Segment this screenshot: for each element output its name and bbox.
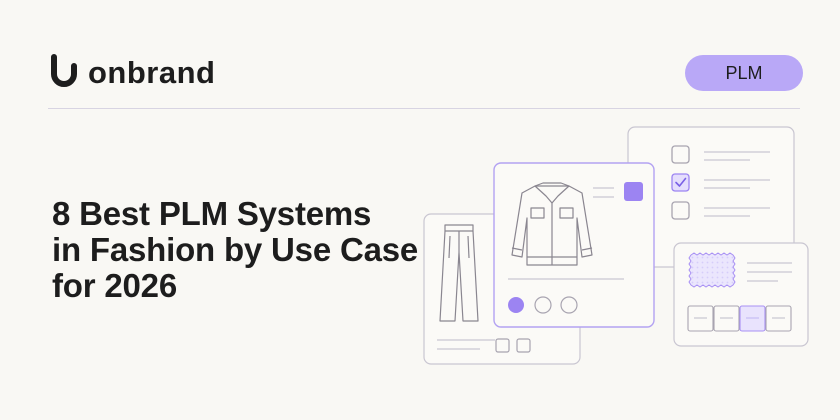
category-badge: PLM (685, 55, 803, 91)
checkbox-2 (671, 173, 690, 192)
title-line-3: for 2026 (52, 267, 177, 304)
fabric-swatch-icon (688, 252, 736, 288)
title-line-1: 8 Best PLM Systems (52, 195, 372, 232)
check-icon (675, 177, 687, 187)
checklist-card (627, 126, 795, 268)
pants-option-1 (495, 338, 510, 353)
onbrand-logo-icon (51, 54, 77, 87)
jacket-card (493, 162, 655, 328)
pants-icon (439, 224, 479, 322)
brand-name: onbrand (88, 54, 216, 90)
fabric-card (673, 242, 809, 347)
checkbox-1 (671, 145, 690, 164)
brand-logo: onbrand (48, 54, 216, 90)
jacket-icon (511, 182, 593, 266)
header-divider (48, 108, 800, 109)
page-title: 8 Best PLM Systems in Fashion by Use Cas… (52, 196, 422, 304)
checkbox-3 (671, 201, 690, 220)
variant-dot-3 (560, 296, 578, 314)
title-line-2: in Fashion by Use Case (52, 231, 419, 268)
variant-dot-selected (508, 297, 524, 313)
pants-option-2 (516, 338, 531, 353)
variant-dot-2 (534, 296, 552, 314)
color-swatch (624, 182, 643, 201)
